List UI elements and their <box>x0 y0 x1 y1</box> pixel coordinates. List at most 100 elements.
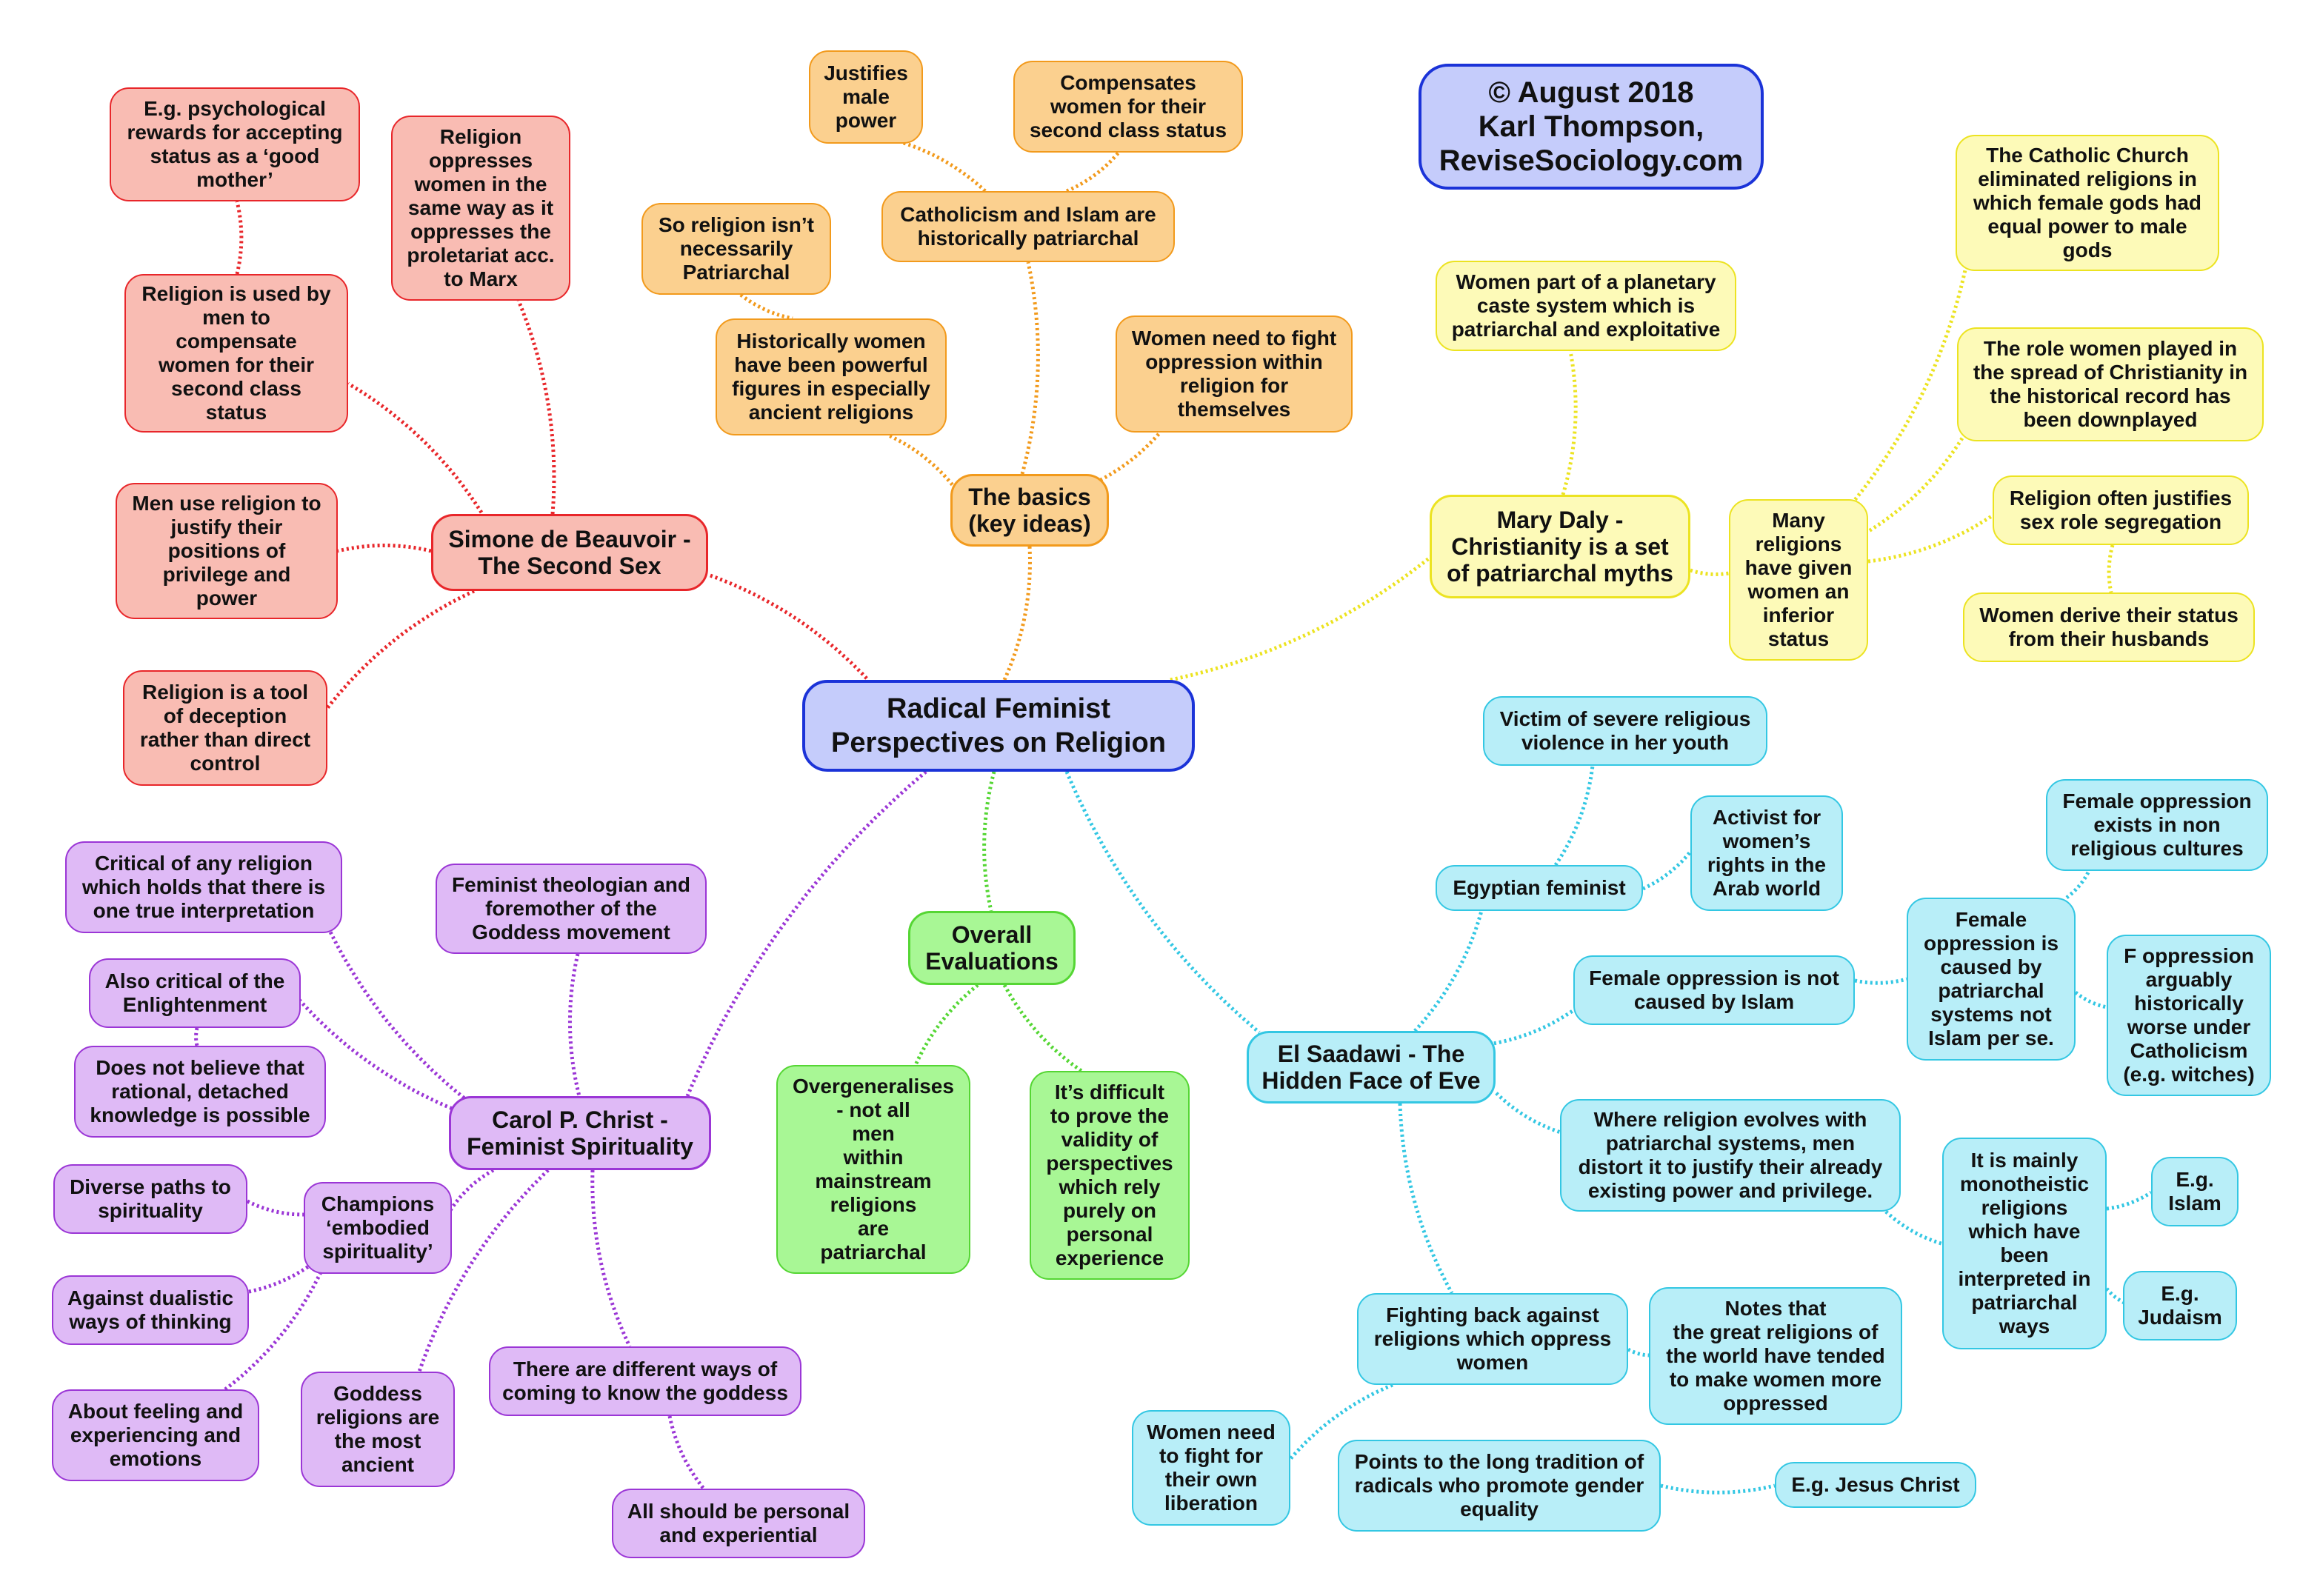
connector-line <box>1553 765 1595 867</box>
beauvoir-tool-deception: Religion is a tool of deception rather t… <box>123 670 327 786</box>
connector-line <box>324 921 473 1105</box>
connector-line <box>224 1269 324 1391</box>
connector-line <box>1413 910 1484 1032</box>
saadawi-judaism-example: E.g. Judaism <box>2123 1271 2237 1340</box>
connector-line <box>2106 1190 2153 1211</box>
saadawi-not-islam: Female oppression is not caused by Islam <box>1573 955 1855 1025</box>
beauvoir-men-justify: Men use religion to justify their positi… <box>116 483 338 619</box>
daly-sex-role: Religion often justifies sex role segreg… <box>1993 475 2249 545</box>
connector-line <box>567 953 581 1097</box>
connector-line <box>982 771 996 912</box>
saadawi-long-tradition: Points to the long tradition of radicals… <box>1338 1440 1661 1532</box>
connector-line <box>913 984 979 1066</box>
saadawi-non-religious: Female oppression exists in non religiou… <box>2046 779 2268 871</box>
copyright-credit: © August 2018 Karl Thompson, ReviseSocio… <box>1419 64 1764 190</box>
christ-enlightenment: Also critical of the Enlightenment <box>89 958 301 1028</box>
connector-line <box>896 138 987 193</box>
connector-line <box>685 770 927 1097</box>
basics-catholicism-islam: Catholicism and Islam are historically p… <box>881 191 1175 262</box>
connector-line <box>1170 554 1434 682</box>
basics-not-patriarchal: So religion isn’t necessarily Patriarcha… <box>641 203 831 295</box>
connector-line <box>337 543 432 553</box>
connector-line <box>1020 261 1040 475</box>
connector-line <box>739 293 793 321</box>
connector-line <box>1660 1483 1776 1495</box>
connector-line <box>1867 513 1994 564</box>
basics-fight-oppression: Women need to fight oppression within re… <box>1116 315 1353 433</box>
connector-line <box>235 201 244 275</box>
saadawi-islam-example: E.g. Islam <box>2151 1157 2239 1226</box>
beauvoir-psych-rewards: E.g. psychological rewards for accepting… <box>110 87 360 201</box>
evaluations-difficult: It’s difficult to prove the validity of … <box>1030 1071 1190 1280</box>
connector-line <box>1398 1103 1454 1295</box>
saadawi-catholicism-worse: F oppression arguably historically worse… <box>2107 935 2271 1096</box>
connector-line <box>1641 850 1692 891</box>
saadawi-victim: Victim of severe religious violence in h… <box>1483 696 1767 766</box>
connector-line <box>1884 1210 1944 1246</box>
christ-theologian: Feminist theologian and foremother of th… <box>436 864 707 954</box>
beauvoir-marx: Religion oppresses women in the same way… <box>391 116 570 301</box>
connector-line <box>347 381 484 514</box>
daly-status-husbands: Women derive their status from their hus… <box>1963 592 2255 662</box>
connector-line <box>1002 984 1083 1073</box>
basics-compensates-women: Compensates women for their second class… <box>1013 61 1243 153</box>
connector-line <box>326 589 476 709</box>
christ-dualistic: Against dualistic ways of thinking <box>52 1275 249 1345</box>
connector-line <box>448 1168 495 1212</box>
daly-many-religions: Many religions have given women an infer… <box>1729 499 1868 661</box>
connector-line <box>1864 435 1965 535</box>
saadawi-men-distort: Where religion evolves with patriarchal … <box>1560 1099 1901 1212</box>
christ-topic: Carol P. Christ - Feminist Spirituality <box>449 1096 711 1170</box>
connector-line <box>2065 869 2091 900</box>
christ-critical-religion: Critical of any religion which holds tha… <box>65 841 342 933</box>
connector-line <box>2074 991 2107 1009</box>
connector-line <box>1561 350 1578 495</box>
connector-line <box>590 1169 632 1348</box>
basics-powerful-figures: Historically women have been powerful fi… <box>716 318 947 435</box>
connector-line <box>1690 568 1730 576</box>
daly-topic: Mary Daly - Christianity is a set of pat… <box>1430 495 1690 598</box>
christ-goddess-ancient: Goddess religions are the most ancient <box>301 1372 455 1487</box>
daly-planetary-caste: Women part of a planetary caste system w… <box>1436 261 1736 351</box>
christ-embodied: Champions ‘embodied spirituality’ <box>304 1182 452 1274</box>
evaluations-topic: Overall Evaluations <box>908 911 1076 985</box>
connector-line <box>707 572 868 680</box>
saadawi-own-liberation: Women need to fight for their own libera… <box>1132 1410 1290 1526</box>
christ-diverse-paths: Diverse paths to spirituality <box>53 1164 247 1234</box>
connector-line <box>417 1169 550 1372</box>
connector-line <box>1064 771 1261 1034</box>
saadawi-caused-by-patriarchal: Female oppression is caused by patriarch… <box>1907 898 2076 1061</box>
connector-line <box>887 433 957 490</box>
christ-detached: Does not believe that rational, detached… <box>74 1046 326 1138</box>
connector-line <box>1850 266 1968 505</box>
beauvoir-topic: Simone de Beauvoir - The Second Sex <box>431 514 708 591</box>
connector-line <box>298 998 466 1116</box>
connector-line <box>667 1415 705 1490</box>
central-topic: Radical Feminist Perspectives on Religio… <box>802 680 1195 772</box>
saadawi-activist: Activist for women’s rights in the Arab … <box>1690 795 1843 911</box>
connector-line <box>2107 544 2115 593</box>
saadawi-jesus-example: E.g. Jesus Christ <box>1775 1462 1976 1508</box>
basics-topic: The basics (key ideas) <box>950 474 1109 547</box>
connector-line <box>516 300 556 515</box>
saadawi-egyptian-feminist: Egyptian feminist <box>1436 865 1643 911</box>
connector-line <box>194 1027 199 1046</box>
daly-spread-christianity: The role women played in the spread of C… <box>1957 327 2264 441</box>
connector-line <box>246 1199 304 1217</box>
connector-line <box>1495 1092 1564 1135</box>
beauvoir-compensate: Religion is used by men to compensate wo… <box>124 274 348 433</box>
daly-catholic-church: The Catholic Church eliminated religions… <box>1956 135 2219 271</box>
saadawi-great-religions: Notes that the great religions of the wo… <box>1649 1287 1902 1425</box>
saadawi-monotheistic: It is mainly monotheistic religions whic… <box>1942 1138 2107 1349</box>
saadawi-fighting-back: Fighting back against religions which op… <box>1357 1293 1628 1385</box>
connector-line <box>1289 1383 1393 1460</box>
christ-different-ways: There are different ways of coming to kn… <box>489 1346 801 1416</box>
christ-feeling: About feeling and experiencing and emoti… <box>52 1389 259 1481</box>
basics-justifies-male: Justifies male power <box>809 50 923 144</box>
saadawi-topic: El Saadawi - The Hidden Face of Eve <box>1247 1031 1496 1103</box>
evaluations-overgeneralises: Overgeneralises - not all men within mai… <box>776 1065 970 1274</box>
connector-line <box>1002 546 1032 681</box>
christ-personal: All should be personal and experiential <box>612 1489 865 1558</box>
connector-line <box>1066 151 1120 193</box>
